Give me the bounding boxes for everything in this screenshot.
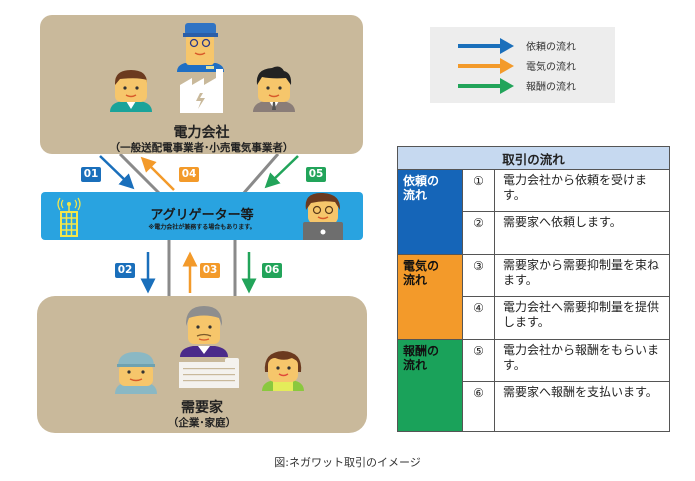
table-row: 報酬の 流れ ⑤ 電力会社から報酬をもらいます。 [397,339,670,432]
arrow-05-reward [264,155,299,189]
category-line: 依頼の [403,174,440,188]
consumer-illustration [115,306,304,394]
legend-item-request: 依頼の流れ [430,37,615,55]
step-number: ① [462,169,495,212]
worker-cap-person-icon [177,23,224,72]
step-badge-05: 05 [306,167,326,182]
legend-label-reward: 報酬の流れ [526,82,576,93]
figure-caption: 図:ネガワット取引のイメージ [274,456,421,469]
legend: 依頼の流れ 電気の流れ 報酬の流れ [430,27,615,103]
category-cell-electricity: 電気の 流れ [397,254,463,340]
step-number: ⑥ [462,381,495,432]
table-row: ② 需要家へ依頼します。 [398,211,670,255]
category-line: 電気の [403,259,440,273]
step-number: ② [462,211,495,255]
table-header: 取引の流れ [397,146,670,170]
transaction-flow-table: 取引の流れ 依頼の 流れ ① 電力会社から依頼を受けます。 ② 需要家へ依頼しま… [397,146,670,432]
man-green-shirt-icon [110,70,152,112]
power-company-illustration [110,23,295,113]
step-number: ④ [462,296,495,340]
step-description: 需要家へ依頼します。 [494,211,670,255]
man-gray-suit-icon [253,66,295,112]
blue-arrow-icon [458,38,514,54]
aggregator-bar: アグリゲーター等 ※電力会社が兼務する場合もあります。 [41,192,363,240]
consumer-title: 需要家 [181,400,223,416]
step-description: 需要家へ報酬を支払います。 [494,381,670,432]
table-row: 電気の 流れ ③ 需要家から需要抑制量を束ねます。 [397,254,670,340]
category-line: 流れ [403,358,428,373]
legend-item-electricity: 電気の流れ [430,57,615,75]
green-arrow-icon [458,78,514,94]
step-badge-02: 02 [115,263,135,278]
step-badge-03: 03 [200,263,220,278]
aggregator-illustration [57,192,343,240]
step-badge-04: 04 [179,167,199,182]
factory-building-icon [179,358,239,388]
step-badge-01: 01 [81,167,101,182]
category-line: 流れ [403,273,428,288]
arrow-04-electricity [140,156,175,191]
table-row: ④ 電力会社へ需要抑制量を提供します。 [398,296,670,340]
step-description: 電力会社から依頼を受けます。 [494,169,670,212]
step-number: ③ [462,254,495,297]
connector-line-left-upper [118,152,162,196]
legend-item-reward: 報酬の流れ [430,77,615,95]
power-company-title: 電力会社 [173,125,230,141]
step-badge-06: 06 [262,263,282,278]
consumer-box: 需要家 （企業･家庭） [37,296,367,433]
legend-label-electricity: 電気の流れ [526,62,576,73]
category-cell-reward: 報酬の 流れ [397,339,463,432]
arrow-01-request [99,155,135,190]
factory-icon [180,69,223,113]
worker-person-icon [115,352,157,394]
category-line: 流れ [403,188,428,203]
power-company-box: 電力会社 （一般送配電事業者･小売電気事業者） [40,15,363,154]
antenna-building-icon [57,197,81,237]
aggregator-note: ※電力会社が兼務する場合もあります。 [148,224,256,231]
table-row: ⑥ 需要家へ報酬を支払います。 [398,381,670,432]
power-company-subtitle: （一般送配電事業者･小売電気事業者） [109,142,294,154]
woman-apron-icon [262,351,304,391]
step-description: 電力会社から報酬をもらいます。 [494,339,670,382]
person-laptop-icon [303,192,343,240]
aggregator-title: アグリゲーター等 [150,208,254,223]
step-number: ⑤ [462,339,495,382]
table-header-row: 取引の流れ [397,146,670,170]
legend-label-request: 依頼の流れ [526,42,576,53]
table-row: 依頼の 流れ ① 電力会社から依頼を受けます。 [397,169,670,255]
category-line: 報酬の [403,344,440,358]
orange-arrow-icon [458,58,514,74]
step-description: 電力会社へ需要抑制量を提供します。 [494,296,670,340]
consumer-subtitle: （企業･家庭） [167,417,237,429]
connector-line-right-upper [241,153,280,195]
elderly-man-suit-icon [180,306,228,357]
category-cell-request: 依頼の 流れ [397,169,463,255]
step-description: 需要家から需要抑制量を束ねます。 [494,254,670,297]
